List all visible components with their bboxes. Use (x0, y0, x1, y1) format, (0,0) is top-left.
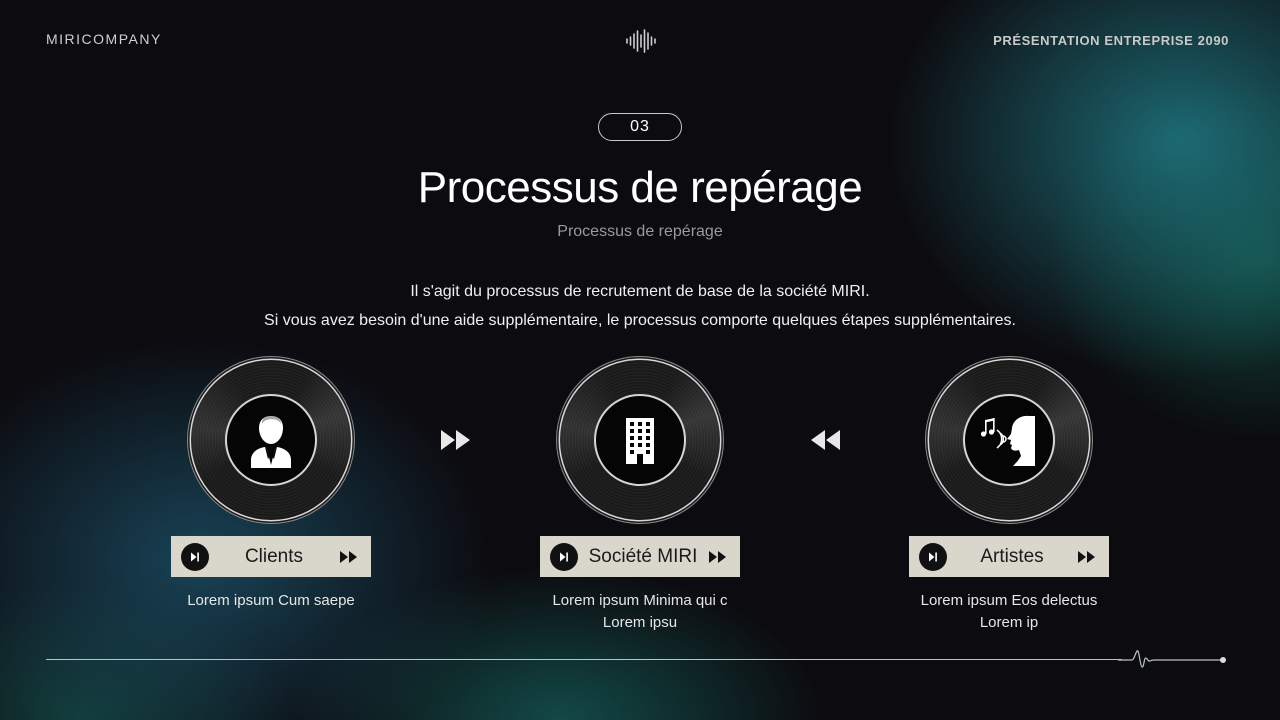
caption-line: Lorem ipsum Minima qui c (552, 592, 728, 609)
slide-number-badge: 03 (598, 113, 682, 141)
vinyl-record (191, 360, 351, 520)
play-pause-button[interactable] (550, 542, 578, 571)
fast-forward-icon[interactable] (1077, 550, 1097, 564)
description-line: Il s'agit du processus de recrutement de… (410, 283, 870, 300)
step-caption: Lorem ipsum Minima qui c Lorem ipsu (520, 590, 760, 634)
step-label: Artistes (980, 545, 1044, 567)
fast-forward-icon (441, 430, 470, 450)
fast-forward-icon[interactable] (339, 550, 359, 564)
play-pause-icon (191, 552, 199, 561)
step-label: Clients (244, 545, 304, 567)
slide-description: Il s'agit du processus de recrutement de… (0, 277, 1280, 335)
brand-name: MIRICOMPANY (46, 31, 162, 47)
footer-divider (46, 659, 1122, 660)
play-pause-icon (560, 552, 568, 561)
caption-line: Lorem ipsu (602, 614, 678, 631)
fast-forward-icon[interactable] (708, 550, 728, 564)
office-building-icon (626, 418, 654, 464)
record-label (963, 394, 1055, 486)
caption-line: Lorem ipsum Cum saepe (187, 592, 355, 609)
singer-icon (980, 415, 1035, 466)
step-player-bar[interactable]: Société MIRI (540, 536, 740, 577)
sound-wave-icon (626, 29, 656, 53)
step-label: Société MIRI (588, 545, 698, 567)
play-pause-icon (929, 552, 937, 561)
caption-line: Lorem ipsum Eos delectus (920, 592, 1098, 609)
slide-title: Processus de repérage (417, 163, 863, 212)
step-caption: Lorem ipsum Cum saepe (151, 590, 391, 612)
vinyl-record (560, 360, 720, 520)
record-label (594, 394, 686, 486)
businessman-icon (251, 416, 291, 468)
play-pause-button[interactable] (919, 542, 947, 571)
description-line: Si vous avez besoin d'une aide supplémen… (264, 312, 1016, 329)
heartbeat-wave-icon (1118, 650, 1226, 668)
slide-number: 03 (630, 118, 650, 135)
deck-title: PRÉSENTATION ENTREPRISE 2090 (993, 33, 1229, 48)
play-pause-button[interactable] (181, 542, 209, 571)
step-caption: Lorem ipsum Eos delectus Lorem ip (889, 590, 1129, 634)
vinyl-record (929, 360, 1089, 520)
step-player-bar[interactable]: Clients (171, 536, 371, 577)
rewind-icon (811, 430, 840, 450)
caption-line: Lorem ip (979, 614, 1039, 631)
slide-subtitle: Processus de repérage (557, 223, 723, 240)
record-label (225, 394, 317, 486)
step-player-bar[interactable]: Artistes (909, 536, 1109, 577)
